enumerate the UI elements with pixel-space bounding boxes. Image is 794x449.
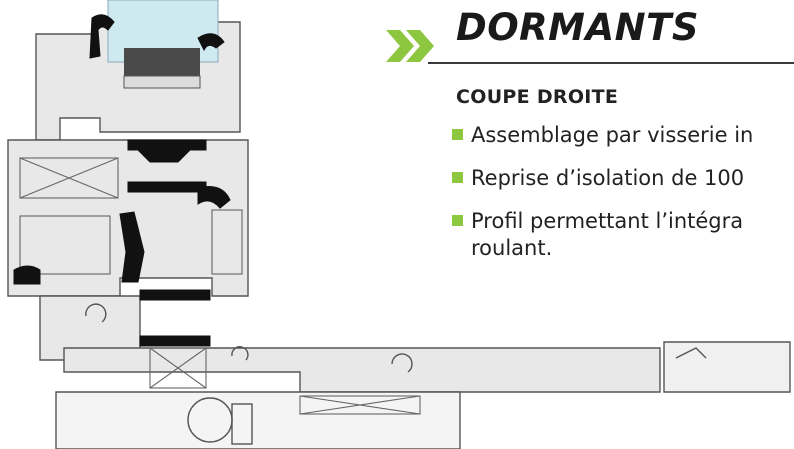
bullet-square-icon bbox=[452, 129, 463, 140]
detached-profile bbox=[663, 341, 791, 393]
feature-item: Profil permettant l’intégra roulant. bbox=[452, 208, 753, 262]
double-chevron-icon bbox=[386, 30, 434, 62]
feature-text: Assemblage par visserie in bbox=[471, 123, 754, 147]
feature-text: Reprise d’isolation de 100 bbox=[471, 166, 745, 190]
thermal-break-3 bbox=[139, 289, 211, 301]
gasket-mid bbox=[197, 186, 231, 209]
feature-item: Reprise d’isolation de 100 bbox=[452, 165, 753, 192]
thermal-break-4 bbox=[139, 335, 211, 347]
feature-list: Assemblage par visserie in Reprise d’iso… bbox=[452, 122, 753, 278]
gasket-vertical bbox=[119, 211, 145, 283]
glass-spacer-edge bbox=[123, 75, 201, 89]
title-divider bbox=[428, 62, 794, 64]
gasket-top-right bbox=[197, 33, 225, 52]
page-title: DORMANTS bbox=[456, 6, 699, 49]
gasket-left bbox=[13, 265, 41, 285]
glass-spacer bbox=[124, 48, 200, 78]
section-subtitle: COUPE DROITE bbox=[456, 86, 619, 108]
thermal-break-1 bbox=[127, 139, 207, 163]
gasket-top-left bbox=[89, 14, 115, 59]
bullet-square-icon bbox=[452, 172, 463, 183]
feature-text-continued: roulant. bbox=[471, 236, 553, 260]
thermal-break-2 bbox=[127, 181, 207, 193]
feature-text: Profil permettant l’intégra bbox=[471, 209, 744, 233]
feature-item: Assemblage par visserie in bbox=[452, 122, 753, 149]
base-block bbox=[55, 391, 461, 449]
bullet-square-icon bbox=[452, 215, 463, 226]
